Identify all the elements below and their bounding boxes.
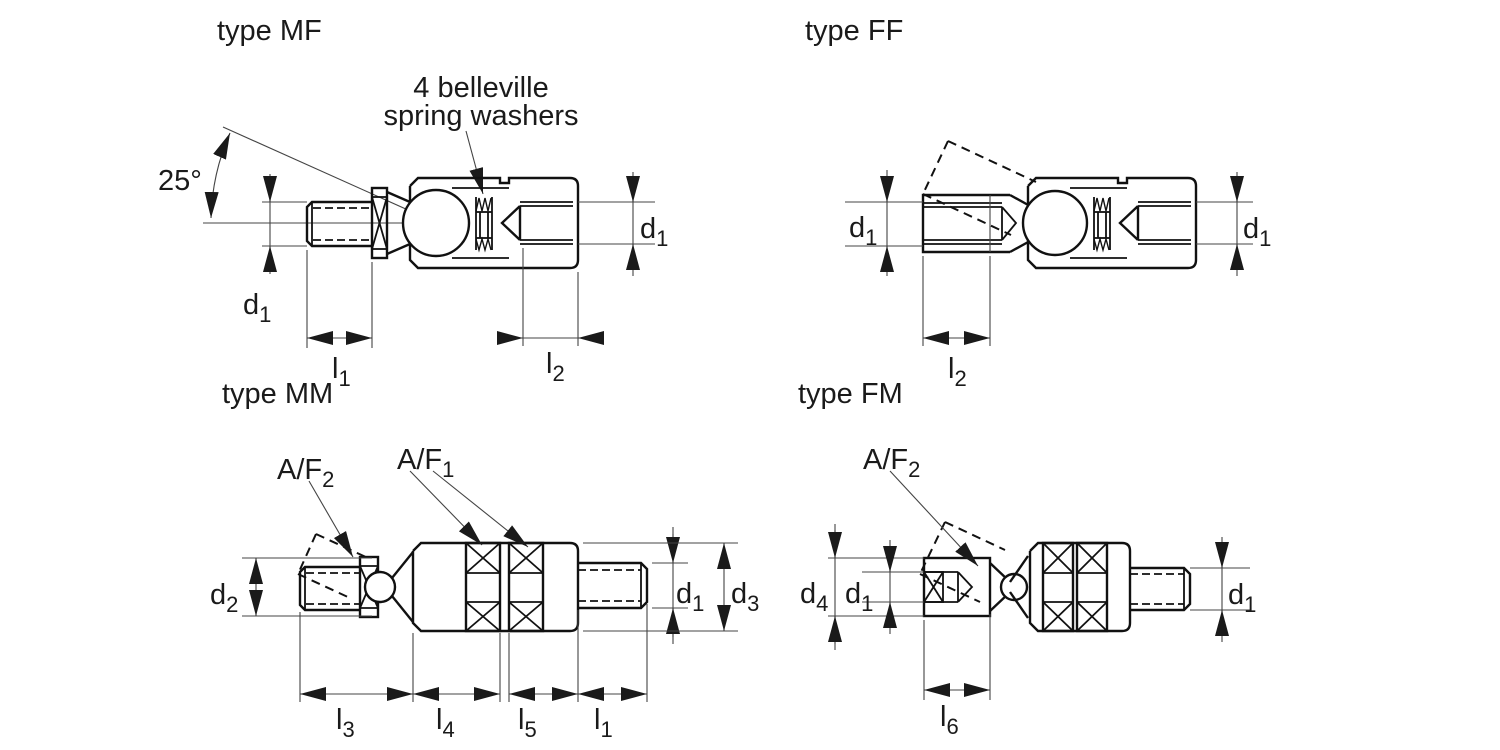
mm-dim-l5-label: l5 xyxy=(518,704,537,742)
mf-collar xyxy=(370,186,389,260)
mm-stud-right xyxy=(578,561,649,610)
mm-hex-2 xyxy=(507,541,545,633)
fm-af2-leader xyxy=(889,470,979,567)
mf-angle-label: 25° xyxy=(158,165,202,197)
mf-drawing: type MF 4 belleville spring washers 25° xyxy=(158,15,668,391)
mf-note-leader xyxy=(465,130,484,195)
mm-dim-l3-label: l3 xyxy=(336,704,355,742)
fm-ball xyxy=(999,572,1029,602)
fm-title: type FM xyxy=(798,378,903,410)
fm-swivel-dashed-outline xyxy=(919,521,1006,603)
fm-body xyxy=(1028,541,1132,633)
ff-housing xyxy=(1026,176,1198,270)
fm-hex-1 xyxy=(1041,541,1075,633)
mf-dim-d1-left-label: d1 xyxy=(243,289,271,327)
mf-housing xyxy=(408,176,580,270)
ff-dim-d1-right-label: d1 xyxy=(1243,213,1271,251)
mf-dimensions xyxy=(262,172,655,348)
mf-dim-l1-label: l1 xyxy=(332,353,351,391)
ff-dimensions xyxy=(845,170,1253,346)
ff-dim-d1-left-label: d1 xyxy=(849,212,877,250)
mm-stud-left xyxy=(298,565,360,612)
ff-socket-cone xyxy=(1001,206,1018,241)
mm-title: type MM xyxy=(222,378,333,410)
mm-af2-label: A/F2 xyxy=(277,454,334,492)
mf-note-line2: spring washers xyxy=(383,100,578,132)
mm-ball xyxy=(363,570,397,604)
mm-swivel-dashed-outline xyxy=(297,533,369,599)
mm-af1-leader-2 xyxy=(432,470,529,548)
ff-dim-l2-label: l2 xyxy=(948,353,967,391)
mf-belleville-washers xyxy=(475,197,493,253)
ff-title: type FF xyxy=(805,15,903,47)
fm-af2-label: A/F2 xyxy=(863,444,920,482)
fm-dimensions xyxy=(828,524,1250,700)
fm-dim-l6-label: l6 xyxy=(940,701,959,739)
mm-body xyxy=(411,541,580,633)
mm-drawing: type MM xyxy=(210,378,759,742)
ff-part xyxy=(921,140,1198,270)
mm-dim-l4-label: l4 xyxy=(436,704,455,742)
mm-dim-d2-label: d2 xyxy=(210,579,238,617)
mf-note-line1: 4 belleville xyxy=(413,72,548,104)
fm-drawing: type FM xyxy=(798,378,1256,739)
mf-tap-cone xyxy=(500,205,522,241)
fm-socket-cone xyxy=(957,571,974,603)
mm-af2-leader xyxy=(308,480,354,558)
mf-angle-annotation xyxy=(203,126,438,224)
fm-dim-d1-right-label: d1 xyxy=(1228,579,1256,617)
fm-part xyxy=(919,521,1192,633)
mf-part xyxy=(305,176,580,270)
ff-drawing: type FF xyxy=(805,15,1271,391)
fm-dim-d4-label: d4 xyxy=(800,578,828,616)
mm-dim-d1-label: d1 xyxy=(676,578,704,616)
fm-dim-d1-left-label: d1 xyxy=(845,578,873,616)
ff-swivel-dashed-outline xyxy=(922,140,1037,236)
mf-stud xyxy=(305,200,372,248)
fm-hex-2 xyxy=(1075,541,1109,633)
fm-stud-right xyxy=(1130,566,1192,612)
mf-dim-l2-label: l2 xyxy=(546,348,565,386)
mm-dim-l1-label: l1 xyxy=(594,704,613,742)
ff-ball xyxy=(1021,189,1089,257)
mf-title: type MF xyxy=(217,15,322,47)
mf-dim-d1-right-label: d1 xyxy=(640,213,668,251)
mf-ball xyxy=(401,188,471,258)
ff-belleville-washers xyxy=(1093,197,1111,253)
mm-dimensions xyxy=(242,527,738,702)
mm-dim-d3-label: d3 xyxy=(731,578,759,616)
mm-af1-label: A/F1 xyxy=(397,444,454,482)
ff-socket xyxy=(921,193,1010,254)
mm-hex-1 xyxy=(464,541,502,633)
ff-tap-cone xyxy=(1118,205,1140,241)
mm-af1-leader-1 xyxy=(409,470,483,546)
